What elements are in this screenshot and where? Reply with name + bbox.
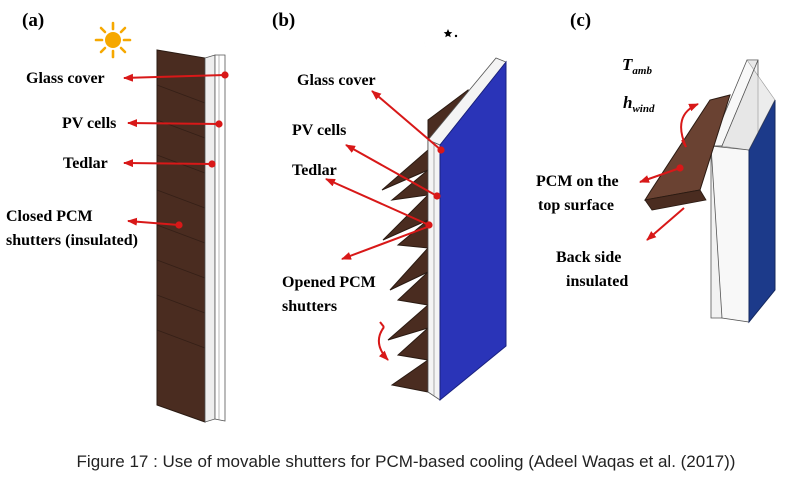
c-pcm-line1: PCM on the [536,173,619,190]
panel-b: (b) [272,10,507,402]
a-pv-cells-label: PV cells [62,115,116,132]
b-pv-cells-label: PV cells [292,122,346,139]
moon-icon [423,24,458,56]
panel-a-module [156,49,226,423]
h-wind-symbol: hwind [623,93,655,115]
a-tedlar-label: Tedlar [63,155,108,172]
panel-a-label: (a) [22,10,44,31]
panel-b-label: (b) [272,10,295,31]
t-amb-symbol: Tamb [622,55,652,77]
b-glass-cover-label: Glass cover [297,72,376,89]
a-closed-line1: Closed PCM [6,208,93,225]
b-opened-line1: Opened PCM [282,274,376,291]
panel-c-label: (c) [570,10,591,31]
panel-c: (c) Tamb hwind PCM on the top surface Ba… [536,10,776,324]
b-rotation-arrow [377,326,389,361]
b-opened-line2: shutters [282,298,337,315]
c-pcm-line2: top surface [538,197,614,214]
pcm-shutter-diagram: (a) [6,10,776,423]
panel-a-arrows [123,73,226,226]
c-back-line1: Back side [556,249,621,266]
panel-b-module [427,57,507,402]
panel-b-arrows [325,90,442,260]
b-tedlar-label: Tedlar [292,162,337,179]
a-glass-cover-label: Glass cover [26,70,105,87]
panel-a: (a) [6,10,229,423]
panel-c-module [643,59,776,324]
c-back-line2: insulated [566,273,628,290]
a-closed-line2: shutters (insulated) [6,232,138,249]
panel-c-arrows [639,167,685,241]
sun-icon [94,21,132,59]
figure-caption: Figure 17 : Use of movable shutters for … [76,452,736,471]
